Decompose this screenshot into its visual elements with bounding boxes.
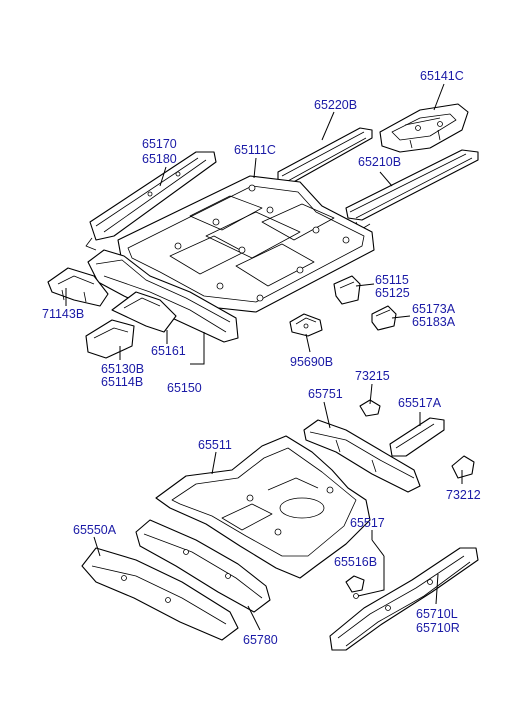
part-65150-drawing	[87, 249, 239, 343]
part-65780-drawing	[135, 519, 271, 613]
label-65173a[interactable]: 65173A	[412, 302, 456, 316]
label-65130b[interactable]: 65130B	[101, 362, 144, 376]
leader-lines	[65, 83, 463, 631]
label-65180[interactable]: 65180	[142, 152, 177, 166]
label-65141c[interactable]: 65141C	[420, 69, 464, 83]
part-95690b-drawing	[289, 313, 323, 337]
label-65511[interactable]: 65511	[198, 438, 232, 452]
part-73212-drawing	[451, 455, 475, 479]
label-73212[interactable]: 73212	[446, 488, 481, 502]
label-71143b[interactable]: 71143B	[42, 307, 84, 321]
part-65710l-drawing	[329, 547, 479, 651]
label-65161[interactable]: 65161	[151, 344, 186, 358]
part-65550a-drawing	[81, 547, 239, 641]
part-65516b-drawing	[345, 575, 365, 599]
label-65125[interactable]: 65125	[375, 286, 410, 300]
label-73215[interactable]: 73215	[355, 369, 390, 383]
part-65173a-drawing	[371, 305, 397, 331]
label-65114b[interactable]: 65114B	[101, 375, 143, 389]
part-65517a-drawing	[389, 417, 445, 457]
part-65130b-drawing	[85, 319, 135, 359]
part-65161-drawing	[111, 291, 177, 333]
label-95690b[interactable]: 95690B	[290, 355, 333, 369]
part-65751-drawing	[303, 419, 421, 493]
label-65517a[interactable]: 65517A	[398, 396, 442, 410]
label-65220b[interactable]: 65220B	[314, 98, 357, 112]
label-65517[interactable]: 65517	[350, 516, 385, 530]
part-labels: 65141C 65220B 65170 65180 65111C 65210B …	[42, 69, 481, 647]
label-65210b[interactable]: 65210B	[358, 155, 401, 169]
part-71143b-drawing	[47, 267, 109, 307]
label-65115[interactable]: 65115	[375, 273, 409, 287]
label-65183a[interactable]: 65183A	[412, 315, 456, 329]
part-65511-drawing	[155, 435, 371, 579]
label-65111c[interactable]: 65111C	[234, 143, 276, 157]
label-65751[interactable]: 65751	[308, 387, 343, 401]
part-73215-drawing	[359, 399, 381, 417]
part-65170-65180-drawing	[85, 151, 217, 251]
part-65115-drawing	[333, 275, 361, 305]
label-65550a[interactable]: 65550A	[73, 523, 117, 537]
label-65710l[interactable]: 65710L	[416, 607, 458, 621]
label-65170[interactable]: 65170	[142, 137, 177, 151]
label-65516b[interactable]: 65516B	[334, 555, 377, 569]
label-65780[interactable]: 65780	[243, 633, 278, 647]
label-65710r[interactable]: 65710R	[416, 621, 460, 635]
part-65210b-drawing	[345, 149, 479, 231]
part-65141c-drawing	[379, 103, 469, 153]
label-65150[interactable]: 65150	[167, 381, 202, 395]
part-65111c-drawing	[117, 175, 375, 313]
